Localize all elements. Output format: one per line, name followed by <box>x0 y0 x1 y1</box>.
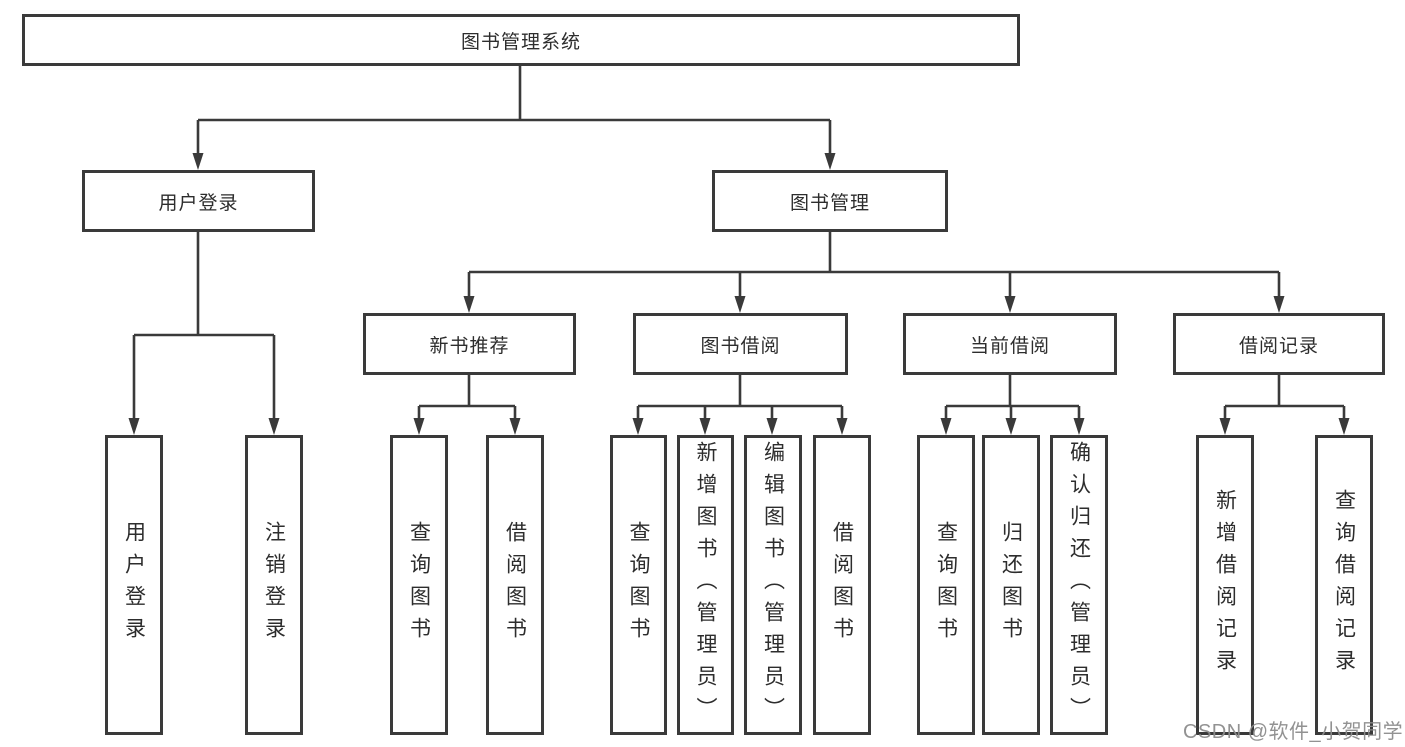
leaf-query-books-recommend-label: 查询图书 <box>407 521 431 649</box>
leaf-add-borrow-record: 新增借阅记录 <box>1196 435 1254 735</box>
node-book-borrow-label: 图书借阅 <box>700 335 781 357</box>
node-borrow-record-label: 借阅记录 <box>1238 335 1319 357</box>
connector-new-book-recommend-to-leaves <box>413 375 521 435</box>
node-current-borrow-label: 当前借阅 <box>969 335 1050 357</box>
leaf-borrow-books-recommend-label: 借阅图书 <box>503 521 527 649</box>
connector-current-borrow-to-leaves <box>940 375 1085 435</box>
connector-borrow-record-to-leaves <box>1219 375 1350 435</box>
leaf-query-books-current-label: 查询图书 <box>934 521 958 649</box>
leaf-user-login: 用户登录 <box>105 435 163 735</box>
leaf-query-borrow-record: 查询借阅记录 <box>1315 435 1373 735</box>
node-root-system-label: 图书管理系统 <box>460 31 581 53</box>
node-root-system: 图书管理系统 <box>22 14 1020 66</box>
leaf-borrow-books: 借阅图书 <box>813 435 871 735</box>
node-user-login-label: 用户登录 <box>158 192 239 214</box>
leaf-query-books-borrow: 查询图书 <box>610 435 667 735</box>
node-user-login: 用户登录 <box>82 170 315 232</box>
node-new-book-recommend: 新书推荐 <box>363 313 576 375</box>
leaf-add-books-admin-label: 新增图书（管理员） <box>694 441 717 729</box>
connector-book-borrow-to-leaves <box>632 375 848 435</box>
leaf-logout-label: 注销登录 <box>262 521 286 649</box>
leaf-add-books-admin: 新增图书（管理员） <box>677 435 734 735</box>
leaf-edit-books-admin-label: 编辑图书（管理员） <box>761 441 785 729</box>
leaf-confirm-return-admin: 确认归还（管理员） <box>1050 435 1108 735</box>
node-book-management-label: 图书管理 <box>789 192 870 214</box>
leaf-user-login-label: 用户登录 <box>122 521 146 649</box>
node-new-book-recommend-label: 新书推荐 <box>429 335 510 357</box>
leaf-borrow-books-label: 借阅图书 <box>830 521 854 649</box>
node-book-borrow: 图书借阅 <box>633 313 848 375</box>
leaf-borrow-books-recommend: 借阅图书 <box>486 435 544 735</box>
node-borrow-record: 借阅记录 <box>1173 313 1385 375</box>
leaf-confirm-return-admin-label: 确认归还（管理员） <box>1067 441 1091 729</box>
connector-book-management-to-level3 <box>463 232 1285 313</box>
leaf-query-books-current: 查询图书 <box>917 435 975 735</box>
connector-user-login-to-leaves <box>128 232 280 435</box>
leaf-query-books-recommend: 查询图书 <box>390 435 448 735</box>
csdn-watermark: CSDN @软件_小贺同学 <box>1183 721 1404 743</box>
leaf-add-borrow-record-label: 新增借阅记录 <box>1213 489 1237 681</box>
node-current-borrow: 当前借阅 <box>903 313 1117 375</box>
leaf-return-books: 归还图书 <box>982 435 1040 735</box>
leaf-query-borrow-record-label: 查询借阅记录 <box>1332 489 1356 681</box>
connector-root-to-level2 <box>192 66 836 170</box>
leaf-logout: 注销登录 <box>245 435 303 735</box>
leaf-query-books-borrow-label: 查询图书 <box>627 521 650 649</box>
leaf-edit-books-admin: 编辑图书（管理员） <box>744 435 802 735</box>
leaf-return-books-label: 归还图书 <box>999 521 1023 649</box>
node-book-management: 图书管理 <box>712 170 948 232</box>
